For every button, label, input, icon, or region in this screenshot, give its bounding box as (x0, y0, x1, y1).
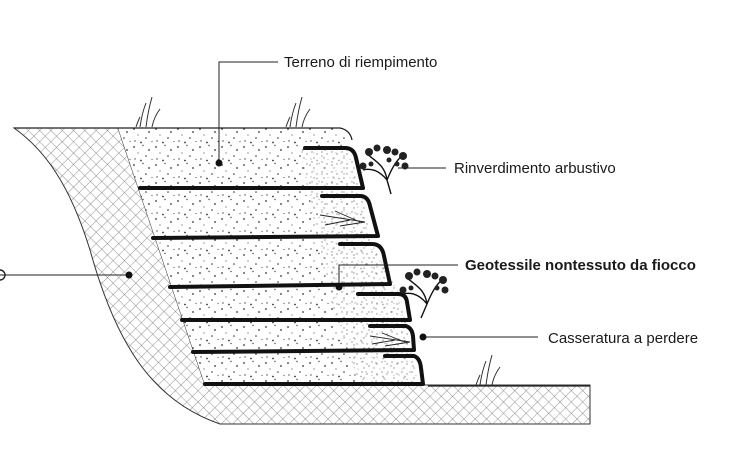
label-geotextile: Geotessile nontessuto da fiocco (465, 257, 696, 274)
geotextile-layer-5 (191, 324, 416, 354)
fill-top-line (118, 127, 353, 141)
grass-tuft-icon (135, 96, 161, 128)
leader-fill-soil (218, 61, 278, 163)
leader-dot-fill-soil (215, 159, 223, 167)
geotextile-layer-4 (180, 292, 412, 322)
natural-ground (12, 127, 591, 425)
cropped-label-marker (0, 269, 6, 281)
cutting-branches-1 (319, 210, 366, 227)
shrub-icon (359, 144, 409, 195)
shrub-icon (399, 268, 449, 319)
leader-geotextile (338, 264, 458, 287)
geotextile-layer-3 (168, 242, 392, 289)
label-formwork: Casseratura a perdere (548, 330, 698, 347)
leader-dot-geotextile (335, 283, 343, 291)
geotextile-layer-2 (151, 194, 380, 240)
label-shrub-revegetation: Rinverdimento arbustivo (454, 160, 616, 177)
label-fill-soil: Terreno di riempimento (284, 54, 437, 71)
leader-dot-formwork (419, 333, 427, 341)
grass-tuft-icon (475, 354, 501, 386)
geotextile-layer-1 (138, 146, 365, 190)
leader-dot-natural-ground (125, 271, 133, 279)
geotextile-layer-6 (203, 354, 425, 386)
cutting-branches-2 (369, 332, 411, 347)
grass-tuft-icon (285, 96, 311, 128)
